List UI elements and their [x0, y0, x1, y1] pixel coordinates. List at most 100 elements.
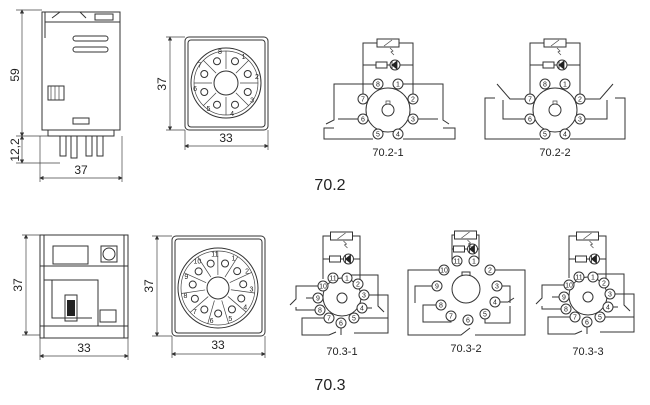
socket-pin-label: 2	[245, 268, 249, 275]
terminal-pin	[604, 288, 616, 300]
socket-pin-label: 9	[184, 274, 188, 281]
terminal-pin	[524, 93, 536, 105]
terminal-pin-label: 10	[440, 268, 448, 275]
socket-dim-width: 33	[219, 131, 233, 145]
diagram-caption: 70.3-3	[572, 346, 603, 358]
socket-pin-label: 7	[193, 309, 197, 316]
terminal-pin	[563, 279, 575, 291]
socket-divider	[235, 92, 249, 106]
terminal-pin-label: 6	[339, 321, 343, 328]
diagram-caption: 70.3-1	[326, 346, 357, 358]
socket-pin-hole	[206, 259, 215, 268]
terminal-pin	[372, 78, 384, 90]
terminal-pin	[438, 264, 450, 276]
socket-pin-label: 5	[228, 316, 232, 323]
led-diode-symbol	[344, 254, 351, 264]
socket-pin-hole	[230, 57, 239, 66]
socket-divider	[207, 300, 215, 324]
dim-height-70-3: 37	[11, 278, 25, 292]
terminal-pin	[574, 93, 586, 105]
terminal-pin	[559, 78, 571, 90]
dim-width: 37	[74, 163, 88, 177]
socket-dim-height: 37	[155, 77, 169, 91]
socket-pin-hole	[237, 294, 246, 303]
terminal-pin-label: 3	[362, 293, 366, 300]
terminal-pin-label: 6	[466, 318, 470, 325]
terminal-pin-label: 11	[453, 259, 460, 266]
socket-divider	[203, 92, 217, 106]
keyhole-notch	[385, 100, 391, 105]
terminal-pin	[569, 311, 581, 323]
terminal-pin	[435, 299, 447, 311]
terminal-pin-label: 8	[376, 82, 380, 89]
terminal-pin	[587, 271, 599, 283]
terminal-pin	[594, 311, 606, 323]
section-title-70-3: 70.3	[314, 377, 345, 394]
terminal-pin	[598, 277, 610, 289]
socket-pin-label: 7	[198, 62, 202, 69]
keyhole	[336, 292, 348, 304]
keyhole-notch	[552, 100, 558, 105]
terminal-pin	[431, 280, 443, 292]
terminal-pin-label: 3	[578, 117, 582, 124]
terminal-pin-label: 5	[598, 315, 602, 322]
terminal-pin	[491, 280, 503, 292]
diagram-caption: 70.2-1	[372, 147, 403, 159]
terminal-pin	[539, 78, 551, 90]
terminal-pin	[524, 113, 536, 125]
terminal-pin-label: 2	[356, 282, 360, 289]
terminal-pin	[317, 280, 329, 292]
socket-divider	[229, 272, 252, 283]
resistor-icon	[542, 61, 555, 69]
socket-dim-height-70-3: 37	[142, 279, 156, 293]
coil-slash	[337, 232, 346, 240]
terminal-pin-label: 3	[495, 284, 499, 291]
socket-center-hole	[213, 70, 239, 96]
led-light-arrow	[389, 47, 395, 56]
relay-base-ring	[365, 87, 411, 133]
coil-wire	[322, 235, 361, 279]
socket-pin-label: 4	[230, 111, 234, 118]
socket-pin-label: 4	[243, 305, 247, 312]
diagram-caption: 70.2-2	[539, 147, 570, 159]
terminal-pin	[489, 296, 501, 308]
terminal-pin-label: 9	[562, 295, 566, 302]
terminal-pin-label: 3	[608, 292, 612, 299]
socket-pin-hole	[213, 100, 222, 109]
terminal-pin	[356, 302, 368, 314]
terminal-pin-label: 6	[361, 117, 365, 124]
keyhole-notch	[461, 271, 471, 276]
terminal-pin	[581, 316, 593, 328]
terminal-pin	[407, 113, 419, 125]
socket-divider	[227, 296, 247, 313]
terminal-pin-label: 8	[439, 303, 443, 310]
socket-divider	[230, 289, 255, 294]
socket-pin-label: 1	[242, 54, 246, 61]
socket-pin-label: 6	[193, 86, 197, 93]
terminal-pin	[358, 289, 370, 301]
terminal-pin	[479, 308, 491, 320]
terminal-pin-label: 9	[316, 296, 320, 303]
led-diode-symbol	[590, 254, 597, 264]
coil-slash	[583, 232, 592, 240]
terminal-pin	[573, 271, 585, 283]
keyhole	[381, 103, 395, 117]
socket-pin-hole	[190, 294, 199, 303]
terminal-pin-label: 11	[575, 275, 582, 282]
terminal-pin	[559, 128, 571, 140]
terminal-pin	[372, 128, 384, 140]
socket-divider	[184, 272, 207, 283]
terminal-pin-label: 1	[591, 275, 595, 282]
terminal-pin	[484, 264, 496, 276]
terminal-pin	[558, 291, 570, 303]
terminal-pin-label: 6	[528, 117, 532, 124]
socket-pin-hole	[200, 305, 209, 314]
terminal-pin	[392, 128, 404, 140]
socket-pin-label: 2	[255, 74, 259, 81]
keyhole	[548, 103, 562, 117]
